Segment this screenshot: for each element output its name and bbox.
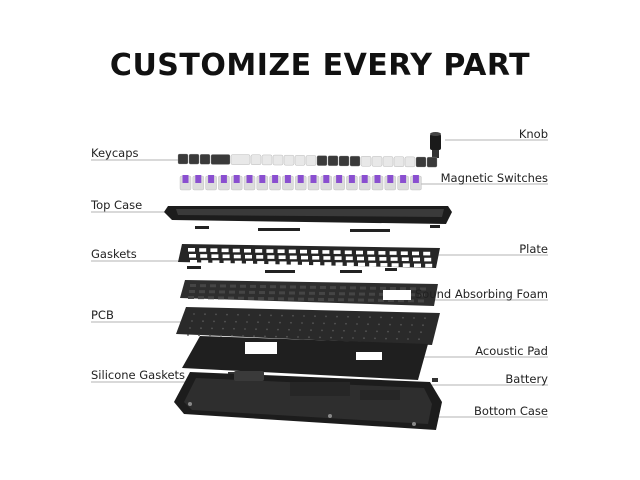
switch [295,175,306,190]
bottom-case-part [174,371,442,430]
switch [282,175,293,190]
switch [308,175,319,190]
switch [257,175,268,190]
switch [359,175,370,190]
switch [334,175,345,190]
keycap [273,155,283,165]
switch [410,175,421,190]
label-sound-absorbing-foam: Sound Absorbing Foam [415,287,548,301]
label-silicone-gaskets: Silicone Gaskets [91,368,185,382]
switch [321,175,332,190]
gaskets-part [187,266,397,273]
switch [398,175,409,190]
keycap [262,155,272,165]
sound-absorbing-foam-part [180,280,438,306]
keycap [295,155,305,165]
switch [385,175,396,190]
label-plate: Plate [519,242,548,256]
switch [193,175,204,190]
keycap [361,156,371,166]
switch [206,175,217,190]
keycap [317,156,327,166]
keycap [306,156,316,166]
keycap [383,157,393,167]
switch [270,175,281,190]
keycap [372,156,382,166]
keycap [328,156,338,166]
keycap [416,157,426,167]
keycap [189,154,199,164]
knob-part [430,132,441,158]
magnetic-switches-part [180,175,421,190]
label-magnetic-switches: Magnetic Switches [441,171,548,185]
keycap [178,154,188,164]
label-bottom-case: Bottom Case [474,404,548,418]
switch [218,175,229,190]
label-acoustic-pad: Acoustic Pad [475,344,548,358]
label-knob: Knob [519,127,548,141]
keycap [231,155,250,165]
switch [231,175,242,190]
label-gaskets: Gaskets [91,247,137,261]
keycap [427,157,437,167]
label-top-case: Top Case [91,198,142,212]
switch [244,175,255,190]
keycap [251,155,261,165]
switch [180,175,191,190]
keycap [350,156,360,166]
keycap [284,155,294,165]
switch [372,175,383,190]
label-battery: Battery [505,372,548,386]
plate-part [178,244,440,268]
keycaps-part [178,154,437,167]
keycap [394,157,404,167]
top-case-part [164,206,452,232]
battery-part [432,378,438,382]
switch [346,175,357,190]
keycap [405,157,415,167]
label-keycaps: Keycaps [91,146,139,160]
keycap [200,154,210,164]
label-pcb: PCB [91,308,114,322]
keycap [211,154,230,164]
keycap [339,156,349,166]
